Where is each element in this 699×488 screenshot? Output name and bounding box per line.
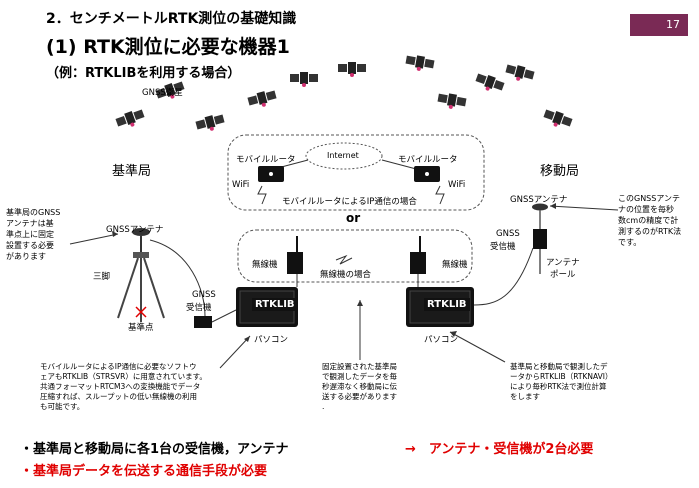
rover-receiver-label-1: GNSS [496, 229, 520, 239]
wifi-right-label: WiFi [448, 180, 466, 190]
satellite-icon [247, 90, 277, 107]
satellite-icon [155, 81, 185, 99]
ip-case-box [227, 134, 485, 211]
internet-line-right [381, 159, 421, 171]
satellite-icon [543, 109, 573, 127]
rover-receiver-label-2: 受信機 [490, 242, 516, 252]
satellite-icon [338, 62, 366, 77]
internet-cloud [305, 142, 383, 170]
fixed-station-note: 固定設置された基準局で観測したデータを毎秒遅滞なく移動局に伝送する必要があります… [322, 362, 397, 411]
gnss-satellites [115, 55, 573, 131]
radio-left [287, 252, 303, 274]
rover-antenna-label: GNSSアンテナ [510, 195, 568, 205]
internet-label: Internet [327, 151, 359, 160]
antenna-pole-label-2: ポール [550, 270, 576, 280]
rover-antenna [532, 203, 548, 211]
satellite-icon [437, 93, 467, 109]
gnss-satellite-label: GNSS衛星 [142, 88, 183, 98]
radio-case-label: 無線機の場合 [320, 270, 372, 280]
ip-case-label: モバイルルータによるIP通信の場合 [282, 197, 417, 207]
section-heading: 2．センチメートルRTK測位の基礎知識 [46, 11, 297, 27]
pc-left-label: パソコン [254, 335, 289, 345]
wifi-zigzag-left [257, 185, 267, 205]
antenna-pole-label-1: アンテナ [546, 258, 580, 268]
bullet-conclusion: → アンテナ・受信機が2台必要 [405, 442, 594, 457]
satellite-icon [505, 64, 535, 81]
software-note: モバイルルータによるIP通信に必要なソフトウェアもRTKLIB（STRSVR）に… [40, 362, 207, 411]
page-subtitle: （例：RTKLIBを利用する場合） [46, 66, 241, 81]
bullet-receivers: ・基準局と移動局に各1台の受信機，アンテナ [20, 442, 289, 457]
wifi-zigzag-right [435, 185, 445, 205]
tripod-label: 三脚 [93, 272, 111, 282]
satellite-icon [195, 114, 225, 131]
bullet-communication: ・基準局データを伝送する通信手段が必要 [20, 464, 268, 479]
base-receiver-label-1: GNSS [192, 290, 216, 300]
page-title: (1) RTK測位に必要な機器1 [46, 36, 290, 58]
pc-right-label: パソコン [424, 335, 459, 345]
base-receiver [194, 316, 212, 328]
base-station-label: 基準局 [112, 164, 152, 179]
rover-calc-note: 基準局と移動局で観測したデータからRTKLIB（RTKNAVI）により毎秒RTK… [510, 362, 613, 401]
router-left-label: モバイルルータ [236, 155, 296, 165]
base-receiver-label-2: 受信機 [186, 303, 212, 313]
tripod-leg-1 [117, 257, 139, 319]
wifi-left-label: WiFi [232, 180, 250, 190]
base-antenna [132, 228, 150, 236]
radio-signal [335, 254, 353, 265]
base-antenna-label: GNSSアンテナ [106, 225, 164, 235]
satellite-icon [405, 55, 435, 71]
satellite-icon [475, 73, 505, 91]
satellite-icon [115, 109, 145, 127]
rtklib-right-label: RTKLIB [424, 298, 470, 311]
or-label: or [346, 211, 361, 225]
radio-right [410, 252, 426, 274]
radio-right-label: 無線機 [442, 260, 468, 270]
radio-left-label: 無線機 [252, 260, 278, 270]
rover-station-label: 移動局 [540, 164, 580, 179]
rover-receiver [533, 229, 547, 249]
rtklib-left-label: RTKLIB [252, 298, 298, 311]
satellite-icon [290, 72, 318, 87]
page-number-badge: 17 [630, 14, 688, 36]
base-point-label: 基準点 [128, 323, 154, 333]
tripod-leg-3 [143, 257, 165, 319]
router-right-label: モバイルルータ [398, 155, 458, 165]
rover-antenna-note: このGNSSアンテナの位置を毎秒数cmの精度で計測するのがRTK法です。 [618, 194, 682, 247]
